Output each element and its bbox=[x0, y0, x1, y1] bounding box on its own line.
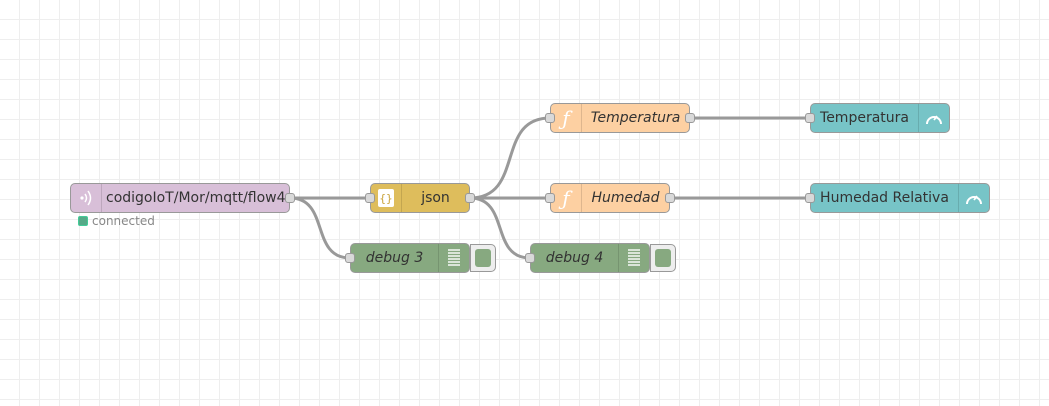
function-icon: ƒ bbox=[551, 184, 582, 212]
debug-4-toggle-indicator bbox=[655, 249, 671, 267]
debug-3-input-port[interactable] bbox=[345, 253, 355, 263]
function-humedad-node[interactable]: ƒ Humedad bbox=[545, 183, 675, 213]
debug-3-toggle-button[interactable] bbox=[470, 244, 496, 272]
mqtt-in-node[interactable]: codigoIoT/Mor/mqtt/flow4 bbox=[70, 183, 295, 213]
wire-json-debug4[interactable] bbox=[469, 196, 531, 260]
function-icon: ƒ bbox=[551, 104, 582, 132]
wire-json-temperatura[interactable] bbox=[469, 116, 551, 200]
function-temperatura-output-port[interactable] bbox=[685, 113, 695, 123]
gauge-icon bbox=[958, 184, 989, 212]
function-humedad-label: Humedad bbox=[591, 190, 660, 206]
list-lines-icon bbox=[618, 244, 649, 272]
gauge-temperatura-label: Temperatura bbox=[820, 110, 909, 126]
mqtt-in-label: codigoIoT/Mor/mqtt/flow4 bbox=[106, 190, 286, 206]
mqtt-in-output-port[interactable] bbox=[285, 193, 295, 203]
list-lines-icon bbox=[438, 244, 469, 272]
status-dot bbox=[78, 216, 88, 226]
function-temperatura-label: Temperatura bbox=[590, 110, 681, 126]
debug-4-input-port[interactable] bbox=[525, 253, 535, 263]
radio-waves-icon bbox=[71, 184, 102, 212]
debug-4-label: debug 4 bbox=[545, 250, 604, 266]
wire-mqtt-debug3[interactable] bbox=[289, 196, 351, 260]
json-node[interactable]: {} json bbox=[365, 183, 475, 213]
mqtt-status: connected bbox=[78, 214, 155, 228]
gauge-icon bbox=[918, 104, 949, 132]
json-braces-icon: {} bbox=[371, 184, 402, 212]
debug-3-label: debug 3 bbox=[365, 250, 424, 266]
debug-3-toggle-indicator bbox=[475, 249, 491, 267]
function-humedad-output-port[interactable] bbox=[665, 193, 675, 203]
gauge-humedad-input-port[interactable] bbox=[805, 193, 815, 203]
json-output-port[interactable] bbox=[465, 193, 475, 203]
debug-3-node[interactable]: debug 3 bbox=[345, 243, 470, 273]
gauge-humedad-label: Humedad Relativa bbox=[820, 190, 949, 206]
function-humedad-input-port[interactable] bbox=[545, 193, 555, 203]
gauge-temperatura-input-port[interactable] bbox=[805, 113, 815, 123]
function-temperatura-input-port[interactable] bbox=[545, 113, 555, 123]
mqtt-status-text: connected bbox=[92, 214, 155, 228]
gauge-temperatura-node[interactable]: Temperatura bbox=[805, 103, 950, 133]
json-label: json bbox=[421, 190, 450, 206]
json-input-port[interactable] bbox=[365, 193, 375, 203]
function-temperatura-node[interactable]: ƒ Temperatura bbox=[545, 103, 695, 133]
gauge-humedad-node[interactable]: Humedad Relativa bbox=[805, 183, 990, 213]
debug-4-toggle-button[interactable] bbox=[650, 244, 676, 272]
debug-4-node[interactable]: debug 4 bbox=[525, 243, 650, 273]
